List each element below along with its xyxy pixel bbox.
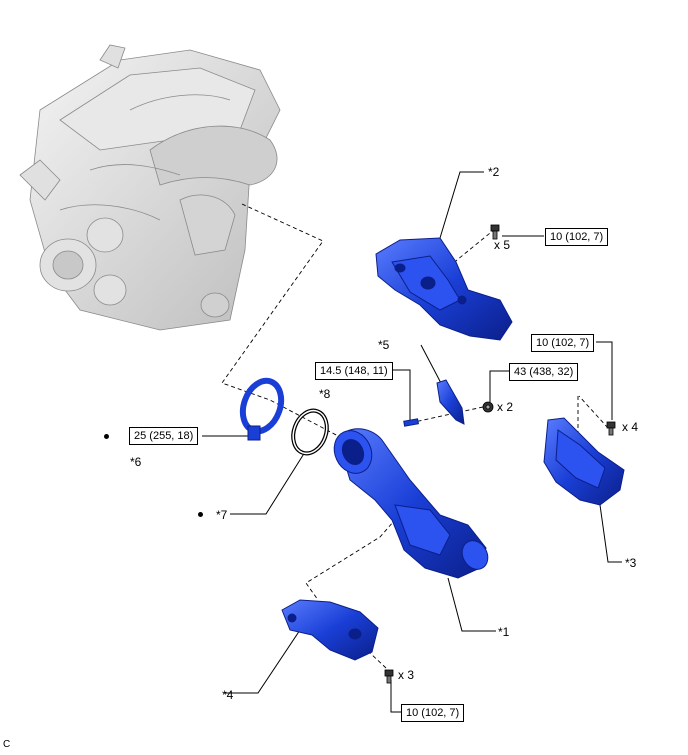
callout-label: *4 xyxy=(222,688,234,702)
right-heat-insulator xyxy=(543,417,625,506)
bullet-marker xyxy=(198,512,203,517)
quantity-label: x 2 xyxy=(497,400,514,414)
leader-lines xyxy=(202,171,622,713)
lower-heat-insulator xyxy=(281,599,379,661)
torque-spec-box: 10 (102, 7) xyxy=(545,228,609,246)
callout-label: *7 xyxy=(216,508,228,522)
bolt-icon xyxy=(490,224,500,240)
callout-label: *6 xyxy=(130,455,142,469)
clamp-ring xyxy=(239,377,285,441)
callout-label: *1 xyxy=(498,625,510,639)
figure-code: C xyxy=(3,739,11,750)
torque-spec-box: 25 (255, 18) xyxy=(129,427,199,445)
upper-heat-insulator xyxy=(375,237,513,341)
engine-illustration xyxy=(19,44,281,331)
torque-spec-box: 14.5 (148, 11) xyxy=(315,362,393,380)
torque-spec-box: 43 (438, 32) xyxy=(509,363,579,381)
nut-icon xyxy=(482,401,494,413)
callout-label: *5 xyxy=(378,338,390,352)
bolt-icon xyxy=(384,669,394,684)
sensor-bolt xyxy=(403,418,419,427)
torque-spec-box: 10 (102, 7) xyxy=(531,334,595,352)
quantity-label: x 5 xyxy=(494,238,511,252)
quantity-label: x 3 xyxy=(398,668,415,682)
bolt-icons xyxy=(384,224,616,684)
gasket-ring xyxy=(291,408,329,456)
exhaust-manifold-converter xyxy=(333,428,489,579)
torque-spec-box: 10 (102, 7) xyxy=(401,704,465,722)
bracket-part xyxy=(436,379,465,425)
callout-label: *2 xyxy=(488,165,500,179)
callout-label: *3 xyxy=(625,556,637,570)
bullet-marker xyxy=(104,434,109,439)
bolt-icon xyxy=(606,421,616,436)
callout-label: *8 xyxy=(319,387,331,401)
quantity-label: x 4 xyxy=(622,420,639,434)
